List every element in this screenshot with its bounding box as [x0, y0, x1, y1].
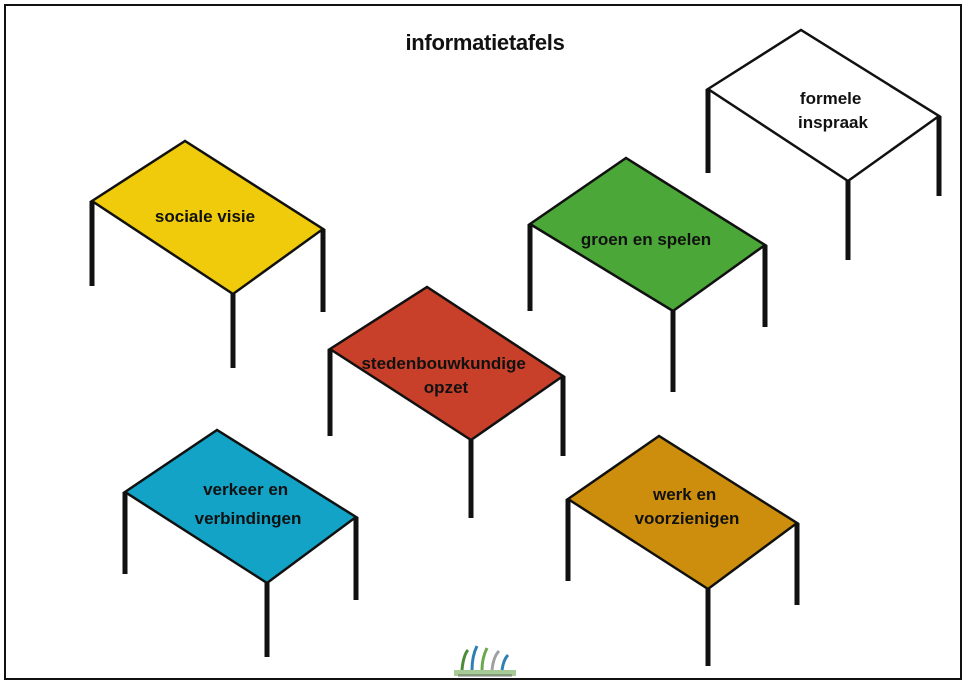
- table-label-line: groen en spelen: [581, 230, 711, 249]
- table-top: [122, 428, 359, 585]
- table-label-line: opzet: [424, 378, 469, 397]
- table-label-line: voorzienigen: [635, 509, 740, 528]
- table-top: [89, 139, 326, 296]
- table-label-line: werk en: [652, 485, 716, 504]
- table-label: stedenbouwkundige opzet: [361, 354, 530, 397]
- page-frame: [4, 4, 962, 680]
- logo-icon: [454, 645, 516, 677]
- table-label-line: formele: [800, 89, 861, 108]
- table-label-line: inspraak: [798, 113, 868, 132]
- table-verkeer-en-verbindingen: verkeer en verbindingen: [122, 428, 359, 657]
- table-label: sociale visie: [155, 207, 255, 226]
- table-label: formele inspraak: [798, 89, 868, 132]
- table-label-line: stedenbouwkundige: [361, 354, 525, 373]
- table-werk-en-voorzienigen: werk en voorzienigen: [565, 434, 800, 666]
- table-top: [565, 434, 800, 591]
- table-formele-inspraak: formele inspraak: [705, 28, 942, 260]
- table-label: verkeer en verbindingen: [195, 480, 302, 528]
- table-label: werk en voorzienigen: [635, 485, 740, 528]
- table-sociale-visie: sociale visie: [89, 139, 326, 368]
- table-top: [327, 285, 566, 442]
- table-stedenbouwkundige: stedenbouwkundige opzet: [327, 285, 566, 518]
- table-label-line: verbindingen: [195, 509, 302, 528]
- table-top: [705, 28, 942, 183]
- table-label-line: sociale visie: [155, 207, 255, 226]
- table-groen-en-spelen: groen en spelen: [527, 156, 768, 392]
- table-label: groen en spelen: [581, 230, 711, 249]
- table-top: [527, 156, 768, 313]
- page-title: informatietafels: [405, 30, 565, 55]
- table-label-line: verkeer en: [203, 480, 288, 499]
